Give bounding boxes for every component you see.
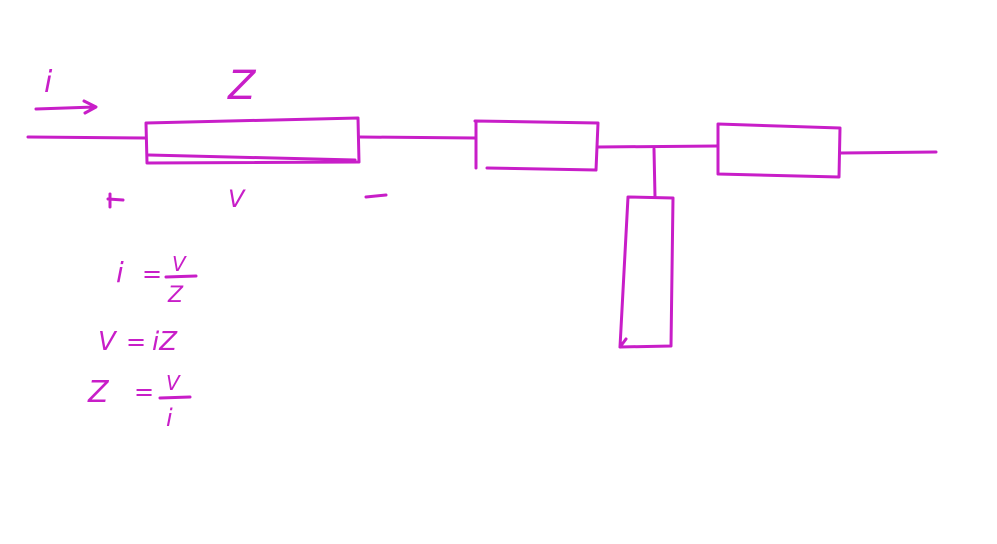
wire-input <box>26 135 148 140</box>
eq3-num: V <box>166 371 181 395</box>
wire-segment-2 <box>358 135 477 140</box>
eq1-den: Z <box>167 283 184 308</box>
eq1-fraction-bar <box>164 274 198 279</box>
resistor-shunt <box>618 195 675 349</box>
wire-segment-3 <box>596 144 720 149</box>
eq3-lhs: Z <box>87 375 110 410</box>
label-voltage: V <box>228 185 246 213</box>
plus-mark <box>106 192 125 209</box>
eq1-num: V <box>172 252 187 276</box>
current-arrow <box>34 99 98 115</box>
wire-shunt <box>652 147 657 199</box>
eq2-eq: = <box>126 328 146 356</box>
wire-output <box>839 150 938 155</box>
resistor-z <box>144 116 361 165</box>
minus-mark <box>364 193 388 199</box>
eq3-den: i <box>166 404 173 432</box>
eq1-eq: = <box>142 260 162 288</box>
resistor-3 <box>716 122 842 179</box>
eq3-eq: = <box>134 378 154 406</box>
eq3-fraction-bar <box>158 395 192 400</box>
eq2-rhs: iZ <box>152 327 178 357</box>
label-current: i <box>44 65 53 100</box>
eq1-lhs: i <box>116 256 124 289</box>
resistor-2 <box>473 119 600 172</box>
eq2-lhs: V <box>98 327 118 357</box>
label-impedance: Z <box>227 63 257 109</box>
